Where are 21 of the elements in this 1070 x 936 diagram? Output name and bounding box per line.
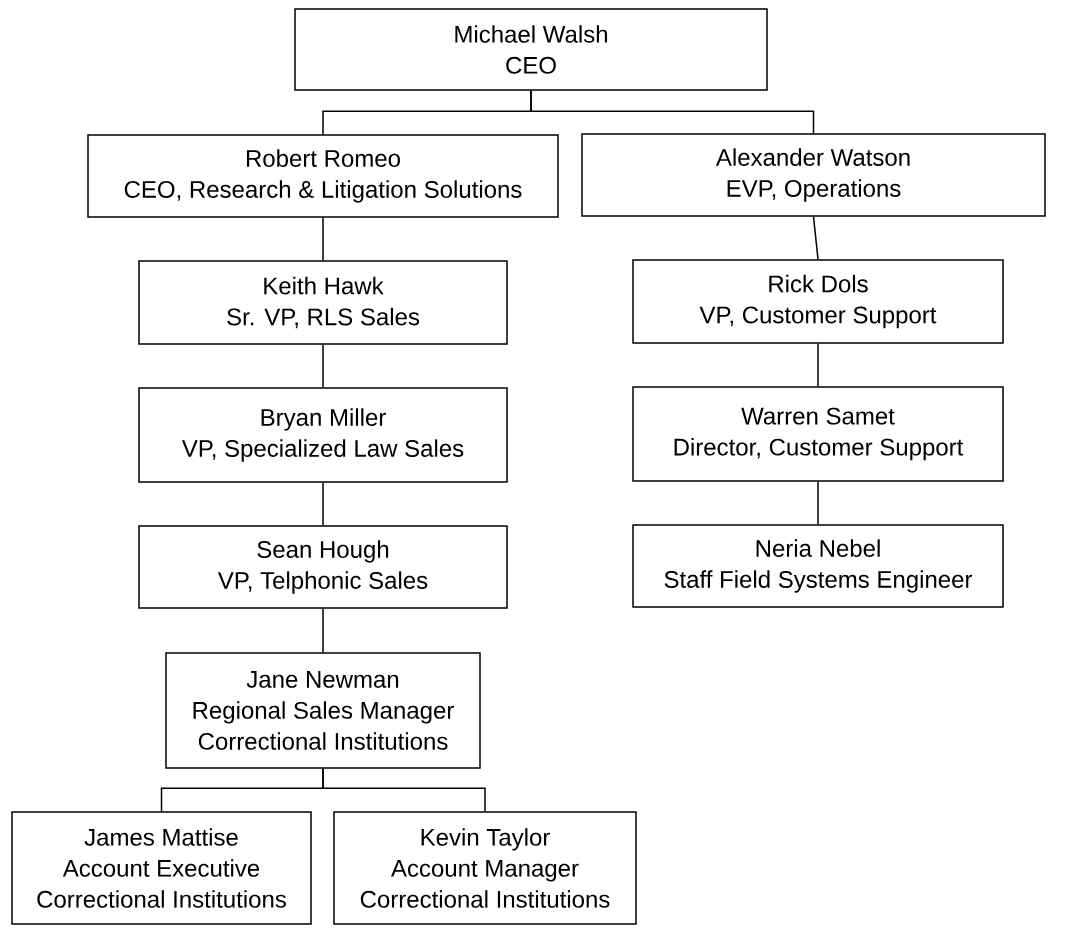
connector-line (817, 343, 819, 387)
person-box: Sean Hough VP, Telphonic Sales (138, 525, 508, 609)
person-box: Alexander Watson EVP, Operations (581, 133, 1046, 217)
connector-line (817, 481, 819, 525)
person-box: Bryan Miller VP, Specialized Law Sales (138, 387, 508, 483)
person-box: Warren Samet Director, Customer Support (632, 386, 1004, 482)
connector-line (322, 344, 324, 388)
connector-line (322, 608, 324, 653)
person-box: Robert Romeo CEO, Research & Litigation Solutions (87, 134, 559, 218)
person-box: Neria Nebel Staff Field Systems Engineer (632, 524, 1004, 608)
connector-line (322, 482, 324, 526)
connector-line (530, 90, 815, 134)
person-box: Kevin Taylor Account Manager Correctional Institutions (333, 811, 637, 925)
person-box: Jane Newman Regional Sales Manager Correctional Institutions (165, 652, 481, 769)
connector-line (322, 217, 324, 261)
person-box: Michael Walsh CEO (294, 8, 768, 91)
person-box: James Mattise Account Executive Correctional Institutions (11, 811, 312, 925)
connector-line (322, 768, 486, 812)
person-box: Keith Hawk Sr. VP, RLS Sales (138, 260, 508, 345)
connector-line (812, 216, 819, 260)
person-box: Rick Dols VP, Customer Support (632, 259, 1004, 344)
